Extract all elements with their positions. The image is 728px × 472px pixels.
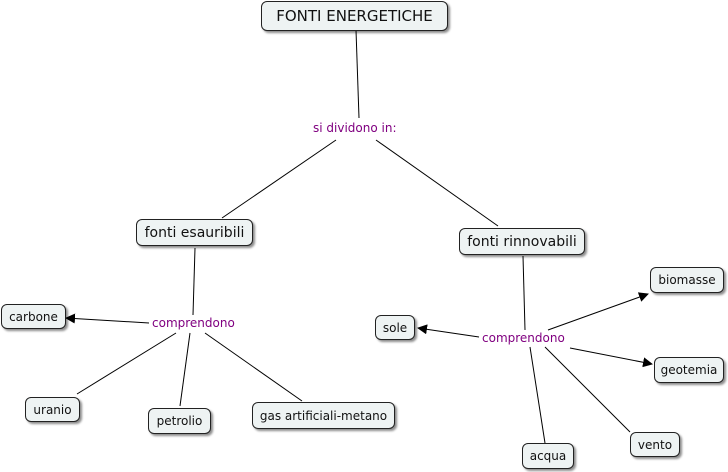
root-label: FONTI ENERGETICHE bbox=[276, 7, 433, 25]
node-uranio[interactable]: uranio bbox=[25, 397, 80, 422]
node-geotemia[interactable]: geotemia bbox=[654, 357, 724, 383]
edge-to-acqua bbox=[529, 346, 546, 444]
node-fonti-rinnovabili[interactable]: fonti rinnovabili bbox=[459, 228, 585, 255]
node-acqua[interactable]: acqua bbox=[522, 443, 574, 469]
edge-right-to-link bbox=[522, 255, 526, 331]
edge-to-petrolio bbox=[179, 332, 191, 407]
node-fonti-esauribili[interactable]: fonti esauribili bbox=[136, 219, 253, 246]
root-node[interactable]: FONTI ENERGETICHE bbox=[261, 1, 448, 31]
edge-to-vento bbox=[544, 346, 631, 433]
edge-to-uranio bbox=[76, 332, 177, 395]
edge-to-biomasse bbox=[547, 292, 649, 331]
edge-to-geotemia bbox=[569, 347, 653, 368]
edge-link-to-right bbox=[375, 139, 499, 227]
node-sole[interactable]: sole bbox=[375, 315, 415, 340]
edge-link-to-left bbox=[221, 139, 337, 219]
edge-left-to-link bbox=[192, 247, 196, 316]
node-acqua-label: acqua bbox=[529, 449, 567, 463]
edge-to-gas bbox=[204, 332, 303, 402]
edge-to-carbone bbox=[65, 313, 150, 324]
edge-root-to-link bbox=[355, 29, 360, 119]
left-link-label: comprendono bbox=[150, 316, 237, 330]
node-biomasse[interactable]: biomasse bbox=[650, 267, 724, 293]
right-link-label: comprendono bbox=[480, 331, 567, 345]
node-petrolio[interactable]: petrolio bbox=[148, 408, 211, 434]
node-petrolio-label: petrolio bbox=[156, 414, 203, 428]
root-link-label: si dividono in: bbox=[311, 121, 399, 135]
node-vento-label: vento bbox=[637, 437, 673, 452]
node-vento[interactable]: vento bbox=[630, 432, 680, 457]
edge-to-sole bbox=[417, 324, 480, 338]
node-sole-label: sole bbox=[382, 320, 408, 335]
node-gas-artificiali-metano[interactable]: gas artificiali-metano bbox=[252, 402, 395, 429]
node-uranio-label: uranio bbox=[33, 402, 72, 417]
node-geotemia-label: geotemia bbox=[660, 363, 718, 377]
node-carbone[interactable]: carbone bbox=[1, 304, 66, 329]
node-carbone-label: carbone bbox=[9, 309, 58, 324]
node-fonti-rinnovabili-label: fonti rinnovabili bbox=[467, 233, 577, 250]
node-biomasse-label: biomasse bbox=[658, 273, 716, 287]
node-gas-label: gas artificiali-metano bbox=[259, 408, 388, 423]
node-fonti-esauribili-label: fonti esauribili bbox=[144, 224, 245, 241]
